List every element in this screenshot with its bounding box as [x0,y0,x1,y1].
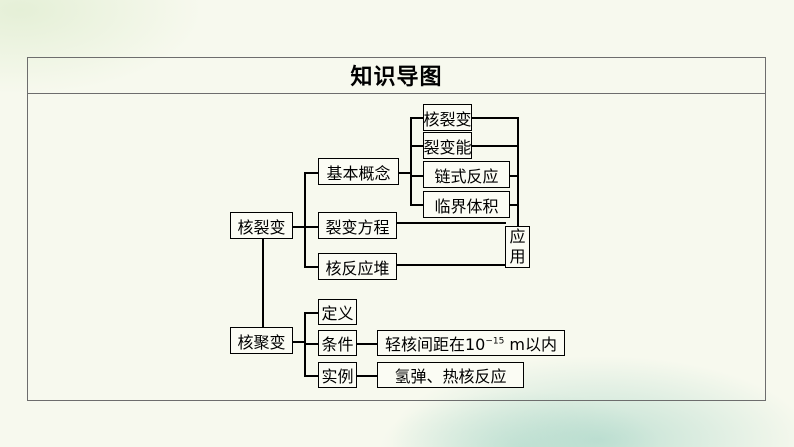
node-label: 实例 [321,367,354,386]
node-condition: 条件 [318,330,357,356]
node-fusion: 核聚变 [230,327,293,354]
connector [410,117,424,119]
connector [356,375,378,377]
node-label: 核反应堆 [325,258,390,278]
connector [396,264,506,266]
node-label: 核裂变 [237,217,286,237]
node-label: 条件 [321,335,354,354]
connector [262,237,264,328]
connector [471,145,518,147]
node-label: 应 [509,227,526,246]
node-label: 基本概念 [326,163,391,183]
connector [304,343,319,345]
title-bar: 知识导图 [27,57,766,94]
node-example-detail: 氢弹、热核反应 [377,362,524,388]
node-application: 应 用 [505,226,530,268]
node-label: 核聚变 [237,332,286,352]
connector [398,172,411,174]
node-label: 核裂变 [423,109,472,129]
connector [410,117,412,205]
node-fission-equation: 裂变方程 [318,212,397,239]
connector [304,312,319,314]
connector [410,145,424,147]
page-title: 知识导图 [350,65,443,90]
node-fission: 核裂变 [230,212,293,239]
node-fission-energy: 裂变能 [423,132,472,159]
node-label: 轻核间距在10−15 m以内 [385,331,557,355]
node-chain-reaction: 链式反应 [423,161,510,188]
node-label: 裂变能 [423,137,472,157]
connector [410,175,424,177]
node-example: 实例 [318,362,357,388]
connector [304,226,319,228]
connector [304,172,306,266]
connector [410,204,424,206]
connector [517,117,519,227]
node-label: 链式反应 [434,166,499,186]
node-critical-volume: 临界体积 [423,191,510,218]
node-label: 临界体积 [434,196,499,216]
condition-prefix: 轻核间距在10 [384,335,486,354]
node-condition-detail: 轻核间距在10−15 m以内 [377,330,565,356]
connector [396,222,506,224]
connector [292,226,305,228]
condition-exponent: −15 [485,336,505,347]
node-label: 裂变方程 [325,217,390,237]
connector [509,204,518,206]
connector [304,375,319,377]
diagram-frame [27,57,766,401]
node-fission-definition: 核裂变 [423,104,472,131]
connector [471,117,518,119]
node-label: 氢弹、热核反应 [394,367,507,386]
connector [304,172,319,174]
connector [304,266,319,268]
connector [509,175,518,177]
node-basic-concepts: 基本概念 [318,158,399,185]
connector [356,343,378,345]
node-label: 用 [509,247,526,266]
connector [292,341,305,343]
node-label: 定义 [321,304,354,323]
condition-suffix: m以内 [504,335,558,354]
node-reactor: 核反应堆 [318,253,397,280]
node-definition: 定义 [318,299,357,325]
